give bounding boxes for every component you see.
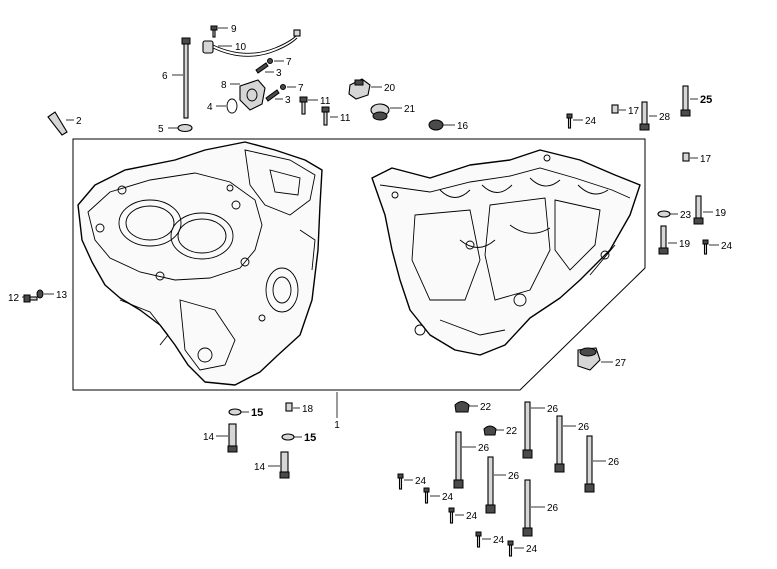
small-bolt: [423, 487, 430, 504]
washer: [228, 408, 242, 416]
callout-26: 26: [547, 503, 559, 514]
small-bolt: [702, 239, 709, 255]
dowel: [682, 152, 690, 162]
long-stud: [181, 37, 191, 119]
callout-19: 19: [679, 239, 691, 250]
callout-14: 14: [203, 432, 215, 443]
bolt: [265, 89, 280, 102]
callout-11: 11: [320, 96, 331, 107]
callout-24: 24: [721, 241, 733, 252]
callout-15: 15: [304, 432, 316, 444]
small-bolt: [397, 473, 404, 490]
callout-13: 13: [56, 290, 68, 301]
o-ring: [226, 98, 238, 114]
washer: [281, 433, 295, 441]
bolt: [639, 101, 650, 131]
hollow-bolt: [227, 423, 238, 453]
callout-17: 17: [628, 106, 640, 117]
small-bolt: [507, 540, 514, 557]
callout-26: 26: [547, 404, 559, 415]
cap-nut: [454, 401, 470, 413]
screw-12: [23, 294, 38, 303]
long-bolt: [522, 479, 533, 537]
assembly-frame: [72, 138, 646, 391]
callout-23: 23: [680, 210, 692, 221]
callout-28: 28: [659, 112, 671, 123]
drain-plug: [370, 103, 390, 121]
dowel: [285, 402, 293, 412]
washer-13: [36, 289, 44, 299]
bolt: [321, 106, 330, 126]
callout-19: 19: [715, 208, 727, 219]
small-bolt: [566, 113, 573, 129]
callout-14: 14: [254, 462, 266, 473]
callout-2: 2: [76, 116, 82, 127]
callout-1: 1: [334, 420, 340, 431]
callout-24: 24: [466, 511, 478, 522]
upper-crankcase: [77, 141, 323, 386]
long-bolt: [522, 401, 533, 459]
callout-6: 6: [162, 71, 168, 82]
callout-17: 17: [700, 154, 712, 165]
water-outlet: [239, 79, 266, 111]
callout-11: 11: [340, 113, 351, 124]
small-bolt: [448, 507, 455, 524]
callout-7: 7: [286, 57, 292, 68]
callout-16: 16: [457, 121, 469, 132]
plug: [428, 119, 444, 131]
long-bolt: [453, 431, 464, 489]
hollow-bolt: [279, 451, 290, 479]
callout-22: 22: [506, 426, 518, 437]
small-screw: [267, 58, 273, 64]
callout-24: 24: [415, 476, 427, 487]
callout-21: 21: [404, 104, 416, 115]
callout-26: 26: [508, 471, 520, 482]
small-screw: [280, 84, 286, 90]
callout-10: 10: [235, 42, 247, 53]
callout-15: 15: [251, 407, 263, 419]
bolt: [693, 195, 704, 225]
callout-5: 5: [158, 124, 164, 135]
callout-7: 7: [298, 83, 304, 94]
callout-8: 8: [221, 80, 227, 91]
callout-9: 9: [231, 24, 237, 35]
bolt: [658, 225, 669, 255]
callout-24: 24: [585, 116, 597, 127]
small-bolt: [475, 531, 482, 548]
callout-18: 18: [302, 404, 314, 415]
screw: [210, 25, 218, 38]
callout-26: 26: [578, 422, 590, 433]
callout-3: 3: [285, 95, 291, 106]
callout-24: 24: [442, 492, 454, 503]
washer: [657, 210, 671, 218]
callout-26: 26: [478, 443, 490, 454]
dowel-pin: [47, 111, 68, 136]
callout-24: 24: [493, 535, 505, 546]
dowel: [611, 104, 619, 114]
callout-3: 3: [276, 68, 282, 79]
long-bolt: [485, 456, 496, 514]
long-bolt: [554, 415, 565, 473]
washer: [177, 123, 193, 133]
bolt: [680, 85, 691, 117]
callout-25: 25: [700, 94, 712, 106]
bolt: [255, 62, 269, 74]
oil-pressure-sensor: [348, 78, 371, 100]
cap-nut: [483, 425, 497, 436]
callout-22: 22: [480, 402, 492, 413]
callout-26: 26: [608, 457, 620, 468]
callout-12: 12: [8, 293, 20, 304]
bolt: [299, 96, 308, 115]
lower-crankcase: [371, 149, 641, 356]
callout-27: 27: [615, 358, 627, 369]
callout-4: 4: [207, 102, 213, 113]
sensor-with-cable: [202, 29, 301, 57]
long-bolt: [584, 435, 595, 493]
oil-filter-plug: [577, 347, 601, 371]
callout-20: 20: [384, 83, 396, 94]
callout-24: 24: [526, 544, 538, 555]
